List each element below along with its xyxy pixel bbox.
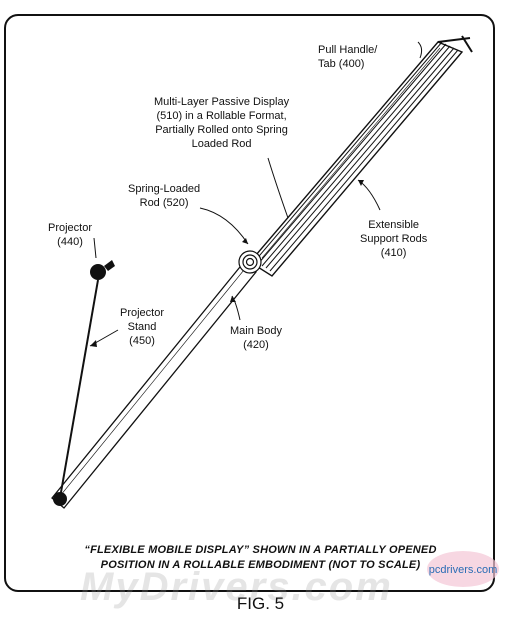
label-display: Multi-Layer Passive Display (510) in a R… [154,95,289,151]
label-display-line2: (510) in a Rollable Format, [156,110,287,122]
label-pull-handle: Pull Handle/ Tab (400) [318,43,377,71]
watermark: MyDrivers.com [80,565,393,609]
label-projector-stand: Projector Stand (450) [120,306,164,348]
label-display-line3: Partially Rolled onto Spring [155,124,288,136]
label-pull-handle-line2: Tab (400) [318,58,365,70]
label-projector-line2: (440) [57,236,83,248]
label-projector-stand-line2: Stand [127,321,157,333]
watermark-badge: pcdrivers.com [427,551,499,587]
label-projector-stand-line3: (450) [129,335,155,347]
label-support-rods-line2: Support Rods [360,233,428,245]
projector-stand [59,279,99,499]
projector [90,260,115,280]
figure-frame [4,14,495,592]
label-support-rods-line3: (410) [380,247,407,259]
leader-arrowheads [90,180,364,347]
label-main-body-line2: (420) [243,339,269,351]
spring-loaded-rod [238,250,262,274]
label-main-body: Main Body (420) [230,324,282,352]
label-support-rods-line1: Extensible [368,219,420,231]
label-projector-line1: Projector [48,222,93,234]
label-rod-line1: Spring-Loaded [128,183,201,195]
projector-stand-base [53,492,67,506]
label-support-rods: Extensible Support Rods (410) [360,218,427,260]
pull-handle-tab [437,35,473,53]
extensible-support-rods [248,41,464,277]
label-main-body-line1: Main Body [230,325,282,337]
label-projector: Projector (440) [48,221,92,249]
label-display-line4: Loaded Rod [191,138,252,150]
label-pull-handle-line1: Pull Handle/ [318,44,378,56]
figure-label: FIG. 5 [236,594,285,613]
label-rod: Spring-Loaded Rod (520) [128,182,200,210]
caption-line1: “FLEXIBLE MOBILE DISPLAY” SHOWN IN A PAR… [84,544,437,556]
main-body [51,261,257,509]
badge-text: pcdrivers.com [429,564,497,576]
caption-line2: POSITION IN A ROLLABLE EMBODIMENT (NOT T… [100,559,421,571]
label-display-line1: Multi-Layer Passive Display [154,96,290,108]
label-rod-line2: Rod (520) [139,197,189,209]
label-projector-stand-line1: Projector [120,307,165,319]
